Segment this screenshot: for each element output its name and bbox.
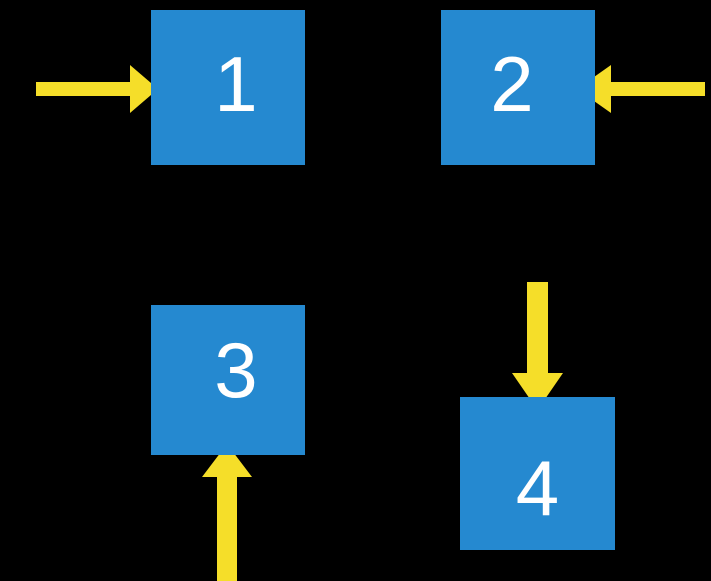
node-4-label: 4	[515, 443, 560, 532]
node-2-label: 2	[490, 39, 534, 128]
node-box-1[interactable]: 1	[151, 10, 305, 165]
arrow-down-shape	[512, 282, 563, 410]
node-3-label: 3	[214, 326, 258, 414]
arrow-right-shape	[36, 65, 158, 113]
arrow-down-into-node-4	[512, 282, 563, 410]
arrow-up-into-node-3	[202, 444, 252, 581]
arrow-left-into-node-2	[577, 65, 705, 113]
arrow-left-shape	[577, 65, 705, 113]
node-1-label: 1	[214, 39, 258, 128]
node-box-4[interactable]: 4	[460, 397, 615, 550]
node-box-2[interactable]: 2	[441, 10, 595, 165]
node-box-3[interactable]: 3	[151, 305, 305, 455]
arrow-up-shape	[202, 444, 252, 581]
arrow-right-into-node-1	[36, 65, 158, 113]
